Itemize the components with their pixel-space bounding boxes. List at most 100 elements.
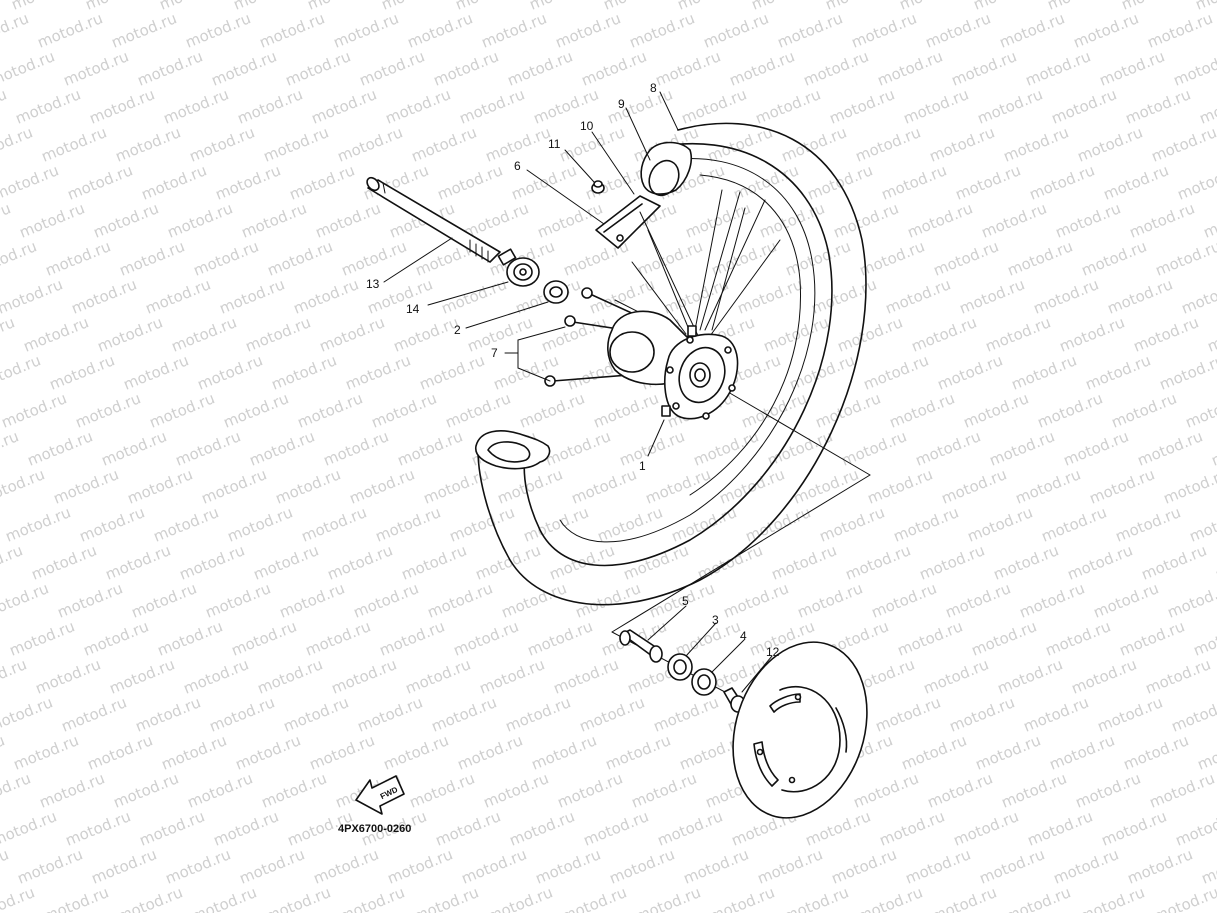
watermark-text: motod.ru xyxy=(977,845,1048,887)
watermark-text: motod.ru xyxy=(0,807,59,849)
watermark-text: motod.ru xyxy=(43,237,114,279)
watermark-text: motod.ru xyxy=(207,693,278,735)
watermark-text: motod.ru xyxy=(935,351,1006,393)
wheel-hub xyxy=(607,310,739,420)
watermark-text: motod.ru xyxy=(477,655,548,697)
watermark-text: motod.ru xyxy=(551,655,622,697)
watermark-text: motod.ru xyxy=(1001,123,1072,165)
watermark-text: motod.ru xyxy=(199,465,270,507)
watermark-text: motod.ru xyxy=(221,389,292,431)
watermark-text: motod.ru xyxy=(579,47,650,89)
watermark-text: motod.ru xyxy=(983,313,1054,355)
watermark-text: motod.ru xyxy=(875,47,946,89)
watermark-text: motod.ru xyxy=(407,769,478,811)
watermark-text: motod.ru xyxy=(273,465,344,507)
watermark-text: motod.ru xyxy=(1025,807,1096,849)
watermark-text: motod.ru xyxy=(1147,769,1217,811)
watermark-text: motod.ru xyxy=(1173,807,1217,849)
watermark-text: motod.ru xyxy=(369,389,440,431)
watermark-text: motod.ru xyxy=(1005,237,1076,279)
watermark-text: motod.ru xyxy=(817,503,888,545)
watermark-text: motod.ru xyxy=(447,503,518,545)
watermark-text: motod.ru xyxy=(555,769,626,811)
watermark-text: motod.ru xyxy=(81,617,152,659)
watermark-text: motod.ru xyxy=(107,655,178,697)
watermark-text: motod.ru xyxy=(783,237,854,279)
watermark-text: motod.ru xyxy=(607,845,678,887)
watermark-text: motod.ru xyxy=(163,845,234,887)
callout-3: 3 xyxy=(712,613,719,627)
watermark-text: motod.ru xyxy=(559,883,630,913)
watermark-text: motod.ru xyxy=(203,579,274,621)
watermark-text: motod.ru xyxy=(177,541,248,583)
watermark-text: motod.ru xyxy=(813,389,884,431)
watermark-text: motod.ru xyxy=(669,503,740,545)
callout-7: 7 xyxy=(491,346,498,360)
callout-12: 12 xyxy=(766,645,780,659)
fwd-arrow: FWD xyxy=(355,775,405,815)
watermark-text: motod.ru xyxy=(0,313,17,355)
watermark-text: motod.ru xyxy=(195,351,266,393)
watermark-text: motod.ru xyxy=(1039,503,1110,545)
watermark-text: motod.ru xyxy=(65,161,136,203)
leader-lines xyxy=(383,91,773,693)
watermark-text: motod.ru xyxy=(0,693,55,735)
watermark-text: motod.ru xyxy=(883,275,954,317)
watermark-text: motod.ru xyxy=(399,541,470,583)
watermark-text: motod.ru xyxy=(321,427,392,469)
watermark-text: motod.ru xyxy=(357,47,428,89)
watermark-text: motod.ru xyxy=(1009,351,1080,393)
watermark-text: motod.ru xyxy=(0,161,61,203)
watermark-text: motod.ru xyxy=(991,541,1062,583)
watermark-text: motod.ru xyxy=(165,199,236,241)
watermark-text: motod.ru xyxy=(917,541,988,583)
watermark-text: motod.ru xyxy=(965,503,1036,545)
watermark-text: motod.ru xyxy=(337,883,408,913)
watermark-text: motod.ru xyxy=(1049,85,1120,127)
watermark-text: motod.ru xyxy=(923,9,994,51)
watermark-text: motod.ru xyxy=(707,883,778,913)
watermark-text: motod.ru xyxy=(617,427,688,469)
watermark-text: motod.ru xyxy=(137,807,208,849)
watermark-text: motod.ru xyxy=(533,845,604,887)
watermark-text: motod.ru xyxy=(921,655,992,697)
watermark-text: motod.ru xyxy=(259,769,330,811)
watermark-text: motod.ru xyxy=(997,9,1068,51)
disc-bolt xyxy=(723,687,746,713)
watermark-text: motod.ru xyxy=(13,85,84,127)
callout-10: 10 xyxy=(580,119,594,133)
watermark-text: motod.ru xyxy=(255,655,326,697)
watermark-text: motod.ru xyxy=(209,47,280,89)
watermark-text: motod.ru xyxy=(55,579,126,621)
watermark-text: motod.ru xyxy=(787,351,858,393)
watermark-text: motod.ru xyxy=(973,731,1044,773)
watermark-text: motod.ru xyxy=(1169,693,1217,735)
watermark-text: motod.ru xyxy=(683,199,754,241)
watermark-text: motod.ru xyxy=(979,199,1050,241)
watermark-text: motod.ru xyxy=(0,465,47,507)
watermark-text: motod.ru xyxy=(99,427,170,469)
watermark-text: motod.ru xyxy=(1161,465,1217,507)
watermark-text: motod.ru xyxy=(1123,85,1194,127)
watermark-text: motod.ru xyxy=(1073,769,1144,811)
watermark-text: motod.ru xyxy=(1213,541,1217,583)
watermark-text: motod.ru xyxy=(21,313,92,355)
speedometer-gear-unit xyxy=(497,248,540,287)
watermark-text: motod.ru xyxy=(635,237,706,279)
watermark-text: motod.ru xyxy=(969,617,1040,659)
watermark-text: motod.ru xyxy=(143,275,214,317)
watermark-text: motod.ru xyxy=(1013,465,1084,507)
watermark-text: motod.ru xyxy=(795,579,866,621)
watermark-text: motod.ru xyxy=(77,503,148,545)
watermark-text: motod.ru xyxy=(317,313,388,355)
watermark-text: motod.ru xyxy=(159,731,230,773)
watermark-text: motod.ru xyxy=(925,769,996,811)
watermark-text: motod.ru xyxy=(1091,579,1162,621)
watermark-text: motod.ru xyxy=(503,693,574,735)
watermark-text: motod.ru xyxy=(909,313,980,355)
watermark-text: motod.ru xyxy=(309,85,380,127)
watermark-text: motod.ru xyxy=(753,85,824,127)
watermark-text: motod.ru xyxy=(117,237,188,279)
watermark-text: motod.ru xyxy=(373,503,444,545)
watermark-text: motod.ru xyxy=(525,617,596,659)
